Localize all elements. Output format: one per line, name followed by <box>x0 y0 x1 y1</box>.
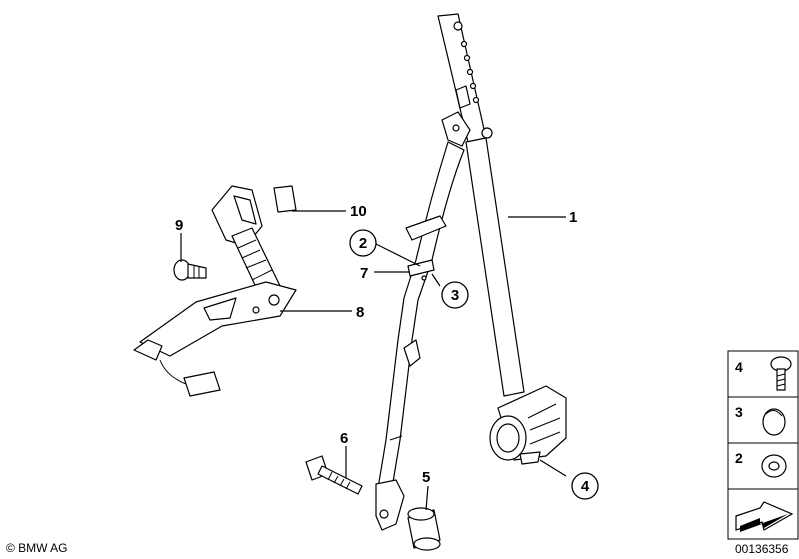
callout-3-circle <box>441 281 469 309</box>
callout-2-circle <box>349 229 377 257</box>
cap-icon <box>762 408 786 436</box>
callout-9: 9 <box>175 217 183 234</box>
buckle-screw[interactable] <box>173 259 207 281</box>
parts-legend: 4 3 2 <box>727 350 799 540</box>
copyright-text: © BMW AG <box>6 541 68 555</box>
callout-3: 3 <box>451 287 459 304</box>
diagram-id: 00136356 <box>735 542 789 556</box>
callout-6: 6 <box>340 430 348 447</box>
lower-belt-strap[interactable] <box>375 141 465 531</box>
callouts: 1 2 7 3 4 5 6 8 9 10 <box>175 203 599 500</box>
callout-1: 1 <box>569 209 577 226</box>
legend-label-1: 4 <box>735 359 743 375</box>
anchor-bolt[interactable] <box>305 455 363 495</box>
callout-2: 2 <box>359 235 367 252</box>
screw-icon <box>770 356 792 391</box>
callout-7: 7 <box>360 265 368 282</box>
spacer-bushing[interactable] <box>407 507 441 551</box>
legend-label-3: 2 <box>735 450 743 466</box>
leader-lines <box>180 210 567 511</box>
callout-8: 8 <box>356 304 364 321</box>
warning-label[interactable] <box>273 185 297 213</box>
arrow-icon <box>735 501 794 532</box>
callout-4-circle <box>571 472 599 500</box>
callout-4: 4 <box>581 478 590 495</box>
callout-5: 5 <box>422 469 430 486</box>
callout-10: 10 <box>350 203 367 220</box>
legend-label-2: 3 <box>735 404 743 420</box>
legend-row-screw <box>727 350 799 398</box>
grommet-icon <box>761 454 787 478</box>
seat-belt-assembly[interactable] <box>437 13 567 465</box>
seat-belt-buckle[interactable] <box>133 185 297 397</box>
